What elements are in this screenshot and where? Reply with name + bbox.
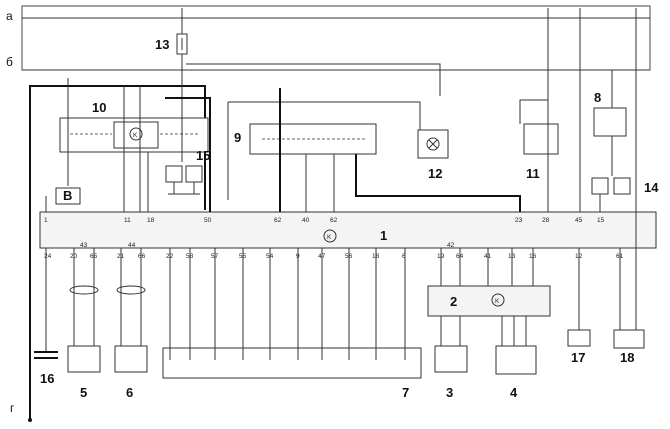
label-3: 3 <box>446 385 453 400</box>
label-8: 8 <box>594 90 601 105</box>
relay-15-b <box>185 165 203 183</box>
power-bus-frame <box>21 5 651 71</box>
label-2: 2 <box>450 294 457 309</box>
bus-label-a: а <box>6 9 13 23</box>
module-2-symbol-letter: K <box>495 298 500 305</box>
pin-11: 11 <box>124 217 131 224</box>
shield-5 <box>69 285 99 295</box>
relay-unit-10-symbol <box>129 127 143 141</box>
sensor-3 <box>434 345 468 373</box>
label-13: 13 <box>155 37 169 52</box>
ecu-symbol <box>323 229 337 243</box>
relay-14-b <box>613 177 631 195</box>
label-1: 1 <box>380 228 387 243</box>
wire-bold-356 <box>355 154 521 212</box>
switch-8 <box>593 107 627 137</box>
relay-unit-10-symbol-letter: K <box>133 132 138 139</box>
label-16: 16 <box>40 371 54 386</box>
label-7: 7 <box>402 385 409 400</box>
relay-15-a <box>165 165 183 183</box>
ecu-block <box>39 211 657 249</box>
pin-42: 42 <box>447 242 455 249</box>
shield-6 <box>116 285 146 295</box>
pin-43: 43 <box>80 242 88 249</box>
label-15: 15 <box>196 148 210 163</box>
label-4: 4 <box>510 385 518 400</box>
fuse-to-lamp-wire <box>186 63 441 96</box>
label-6: 6 <box>126 385 133 400</box>
pin-45: 45 <box>575 217 583 224</box>
component-18 <box>613 329 645 349</box>
lamp-icon <box>426 137 440 151</box>
wire-11-top <box>519 99 548 124</box>
pin-50: 50 <box>204 217 212 224</box>
sensor-6 <box>114 345 148 373</box>
pin-1: 1 <box>44 217 48 224</box>
pin-62-b: 62 <box>330 217 338 224</box>
pin-6: 6 <box>402 253 406 260</box>
bus-label-b: б <box>6 55 13 69</box>
box-v <box>55 187 81 205</box>
relay-unit-10-core <box>113 121 159 149</box>
component-17 <box>567 329 591 347</box>
wire-bold-210 <box>165 97 211 212</box>
ground-terminal <box>28 418 32 422</box>
pin-28: 28 <box>542 217 550 224</box>
label-17: 17 <box>571 350 585 365</box>
label-5: 5 <box>80 385 87 400</box>
label-9: 9 <box>234 130 241 145</box>
pin-24: 24 <box>44 253 52 260</box>
label-12: 12 <box>428 166 442 181</box>
module-2-symbol <box>491 293 505 307</box>
module-2 <box>427 285 551 317</box>
pin-62-a: 62 <box>274 217 282 224</box>
pin-18-top: 18 <box>147 217 155 224</box>
label-10: 10 <box>92 100 106 115</box>
bus-label-g: г <box>10 401 15 415</box>
label-11: 11 <box>526 166 540 181</box>
ecu-symbol-letter: K <box>327 234 332 241</box>
pin-15: 15 <box>597 217 605 224</box>
pin-40: 40 <box>302 217 310 224</box>
relay-11 <box>523 123 559 155</box>
label-18: 18 <box>620 350 634 365</box>
wire-9-top <box>228 101 421 130</box>
sensor-5 <box>67 345 101 373</box>
pin-66: 66 <box>138 253 146 260</box>
label-14: 14 <box>644 180 659 195</box>
injector-bank-7 <box>162 347 422 379</box>
lamp-cross-2 <box>428 139 438 149</box>
relay-14-a <box>591 177 609 195</box>
pin-44: 44 <box>128 242 136 249</box>
sensor-4 <box>495 345 537 375</box>
box-v-label: В <box>63 188 72 203</box>
pin-23: 23 <box>515 217 523 224</box>
